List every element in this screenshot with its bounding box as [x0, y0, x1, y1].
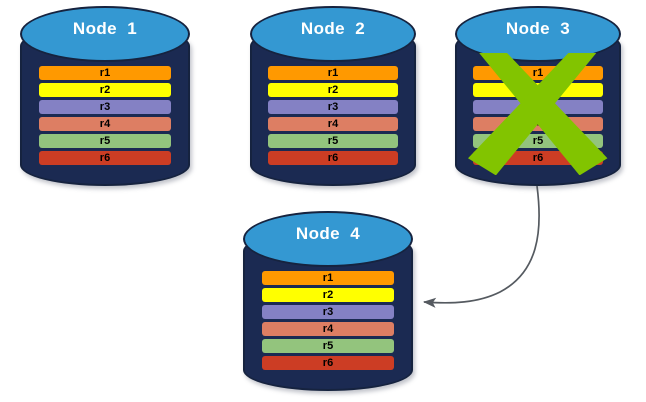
record-bar-r3[interactable]: r3 — [268, 100, 398, 114]
record-bar-r2[interactable]: r2 — [473, 83, 603, 97]
node-cylinder-4[interactable]: Node 4 r1 r2 r3 r4 r5 r6 — [243, 211, 413, 391]
cylinder-top-disc — [243, 211, 413, 267]
record-bar-r3[interactable]: r3 — [473, 100, 603, 114]
record-bar-r6[interactable]: r6 — [261, 356, 395, 370]
record-bar-r3[interactable]: r3 — [261, 305, 395, 319]
record-bar-r3[interactable]: r3 — [38, 100, 172, 114]
record-bar-r2[interactable]: r2 — [261, 288, 395, 302]
node-title: Node 3 — [505, 19, 571, 38]
record-bar-r5[interactable]: r5 — [473, 134, 603, 148]
record-bar-r6[interactable]: r6 — [38, 151, 172, 165]
record-bar-r5[interactable]: r5 — [261, 339, 395, 353]
node-title: Node 1 — [72, 19, 138, 38]
record-bar-r2[interactable]: r2 — [38, 83, 172, 97]
cylinder-top-disc — [250, 6, 416, 62]
record-bar-r1[interactable]: r1 — [473, 66, 603, 80]
node-cylinder-1[interactable]: Node 1 r1 r2 r3 r4 r5 r6 — [20, 6, 190, 186]
record-list: r1 r2 r3 r4 r5 r6 — [38, 66, 172, 165]
record-bar-r1[interactable]: r1 — [38, 66, 172, 80]
record-bar-r1[interactable]: r1 — [261, 271, 395, 285]
cylinder-top-disc — [20, 6, 190, 62]
node-cylinder-2[interactable]: Node 2 r1 r2 r3 r4 r5 r6 — [250, 6, 416, 186]
record-list: r1 r2 r3 r4 r5 r6 — [268, 66, 398, 165]
record-bar-r4[interactable]: r4 — [38, 117, 172, 131]
record-bar-r5[interactable]: r5 — [38, 134, 172, 148]
record-bar-r1[interactable]: r1 — [268, 66, 398, 80]
node-cylinder-3[interactable]: Node 3 r1 r2 r3 r4 r5 r6 — [455, 6, 621, 186]
node-title: Node 2 — [300, 19, 366, 38]
record-bar-r2[interactable]: r2 — [268, 83, 398, 97]
record-bar-r4[interactable]: r4 — [268, 117, 398, 131]
record-bar-r5[interactable]: r5 — [268, 134, 398, 148]
record-list: r1 r2 r3 r4 r5 r6 — [261, 271, 395, 370]
node-title: Node 4 — [295, 224, 361, 243]
record-bar-r6[interactable]: r6 — [473, 151, 603, 165]
record-bar-r6[interactable]: r6 — [268, 151, 398, 165]
record-list: r1 r2 r3 r4 r5 r6 — [473, 66, 603, 165]
record-bar-r4[interactable]: r4 — [473, 117, 603, 131]
failover-arrow — [422, 185, 540, 308]
record-bar-r4[interactable]: r4 — [261, 322, 395, 336]
